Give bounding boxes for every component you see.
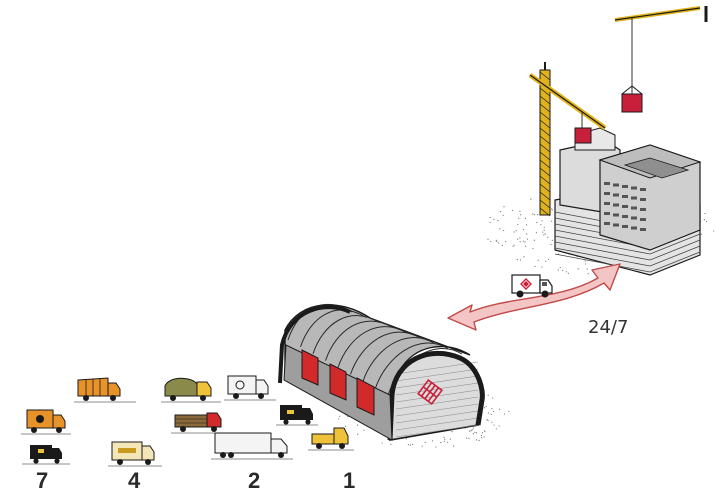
yellow-van: [108, 442, 162, 466]
white-delivery-truck: [224, 376, 276, 400]
group-label-2: 2: [248, 468, 260, 491]
delivery-truck-icon: [512, 275, 552, 298]
group-label-7: 7: [36, 468, 48, 491]
construction-site: [530, 6, 706, 275]
yellow-pickup: [308, 428, 354, 450]
black-van: [22, 445, 70, 464]
group-label-4: 4: [128, 468, 141, 491]
garbage-truck: [74, 378, 136, 402]
log-truck: [171, 413, 227, 433]
office-building: [555, 128, 700, 275]
black-courier-van: [276, 405, 318, 425]
group-label-1: 1: [343, 468, 355, 491]
dump-truck: [161, 378, 221, 402]
semi-trailer-truck: [211, 433, 293, 459]
orange-box-truck: [21, 410, 71, 434]
tower-crane-back: [615, 6, 706, 112]
availability-label: 24/7: [588, 317, 628, 338]
